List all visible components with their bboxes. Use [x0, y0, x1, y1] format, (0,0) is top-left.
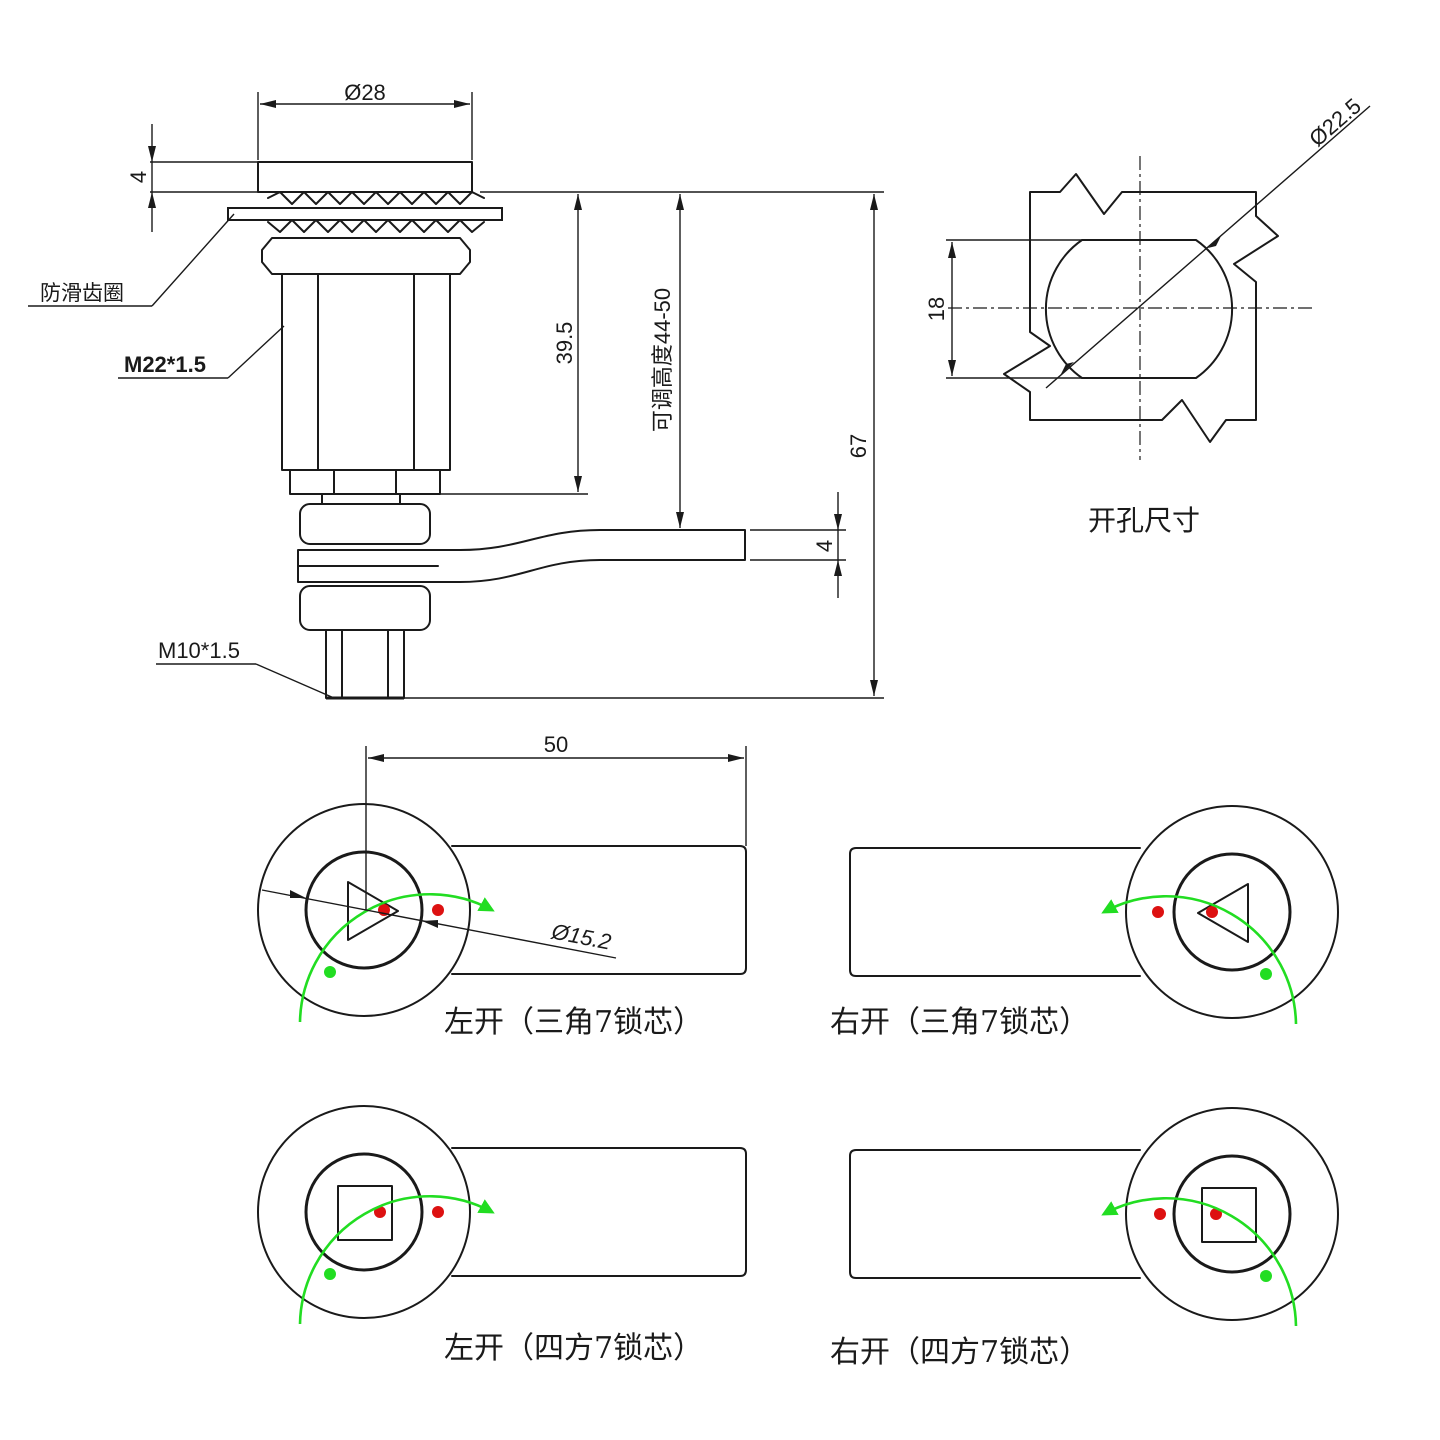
label-main-thread: M22*1.5 — [124, 352, 206, 377]
red-dot — [1152, 906, 1164, 918]
dim-adjustable-height: 可调高度44-50 — [650, 288, 675, 432]
green-dot — [324, 1268, 336, 1280]
caption-left-square: 左开（四方7锁芯） — [444, 1331, 703, 1366]
dim-flange-thickness: 4 — [126, 171, 151, 183]
label-bottom-thread: M10*1.5 — [158, 638, 240, 663]
serrated-ring-top — [267, 191, 485, 205]
green-dot — [1260, 1270, 1272, 1282]
lock-core — [1172, 852, 1292, 972]
red-dot — [374, 1206, 386, 1218]
lock-core — [304, 1152, 424, 1272]
dim-cam-length: 50 — [544, 732, 568, 757]
lock-body — [1125, 805, 1339, 1019]
threaded-body — [281, 273, 451, 471]
red-dot — [1154, 1208, 1166, 1220]
cam-arm — [297, 529, 746, 583]
dim-core-diameter: Ø15.2 — [549, 918, 614, 954]
triangle-key — [1197, 883, 1249, 943]
dim-cam-thickness: 4 — [812, 540, 837, 552]
triangle-key — [347, 881, 399, 941]
upper-washer — [299, 503, 431, 545]
caption-right-square: 右开（四方7锁芯） — [830, 1335, 1089, 1370]
green-dot — [324, 966, 336, 978]
view-right-triangle: 右开（三角7锁芯） — [830, 805, 1339, 1040]
caption-right-triangle: 右开（三角7锁芯） — [830, 1005, 1089, 1040]
panel-hole-view: 18 Ø22.5 开孔尺寸 — [924, 93, 1371, 536]
cam-arm-top — [451, 1147, 747, 1277]
hole-shape — [1044, 239, 1234, 379]
lock-core — [304, 850, 424, 970]
panel-plate — [227, 207, 503, 221]
serrated-ring-bottom — [267, 219, 485, 233]
cap-head — [257, 161, 473, 193]
green-dot — [1260, 968, 1272, 980]
lock-body — [1125, 1107, 1339, 1321]
cam-arm-top — [849, 1149, 1141, 1279]
square-key — [337, 1185, 393, 1241]
dim-hole-diameter: Ø22.5 — [1304, 93, 1366, 151]
label-anti-slip-ring: 防滑齿圈 — [40, 282, 124, 305]
dim-hole-width: 18 — [924, 297, 949, 321]
rotation-arrow — [298, 892, 495, 1023]
view-left-square: 左开（四方7锁芯） — [257, 1105, 747, 1366]
square-key — [1201, 1187, 1257, 1243]
red-dot — [1206, 906, 1218, 918]
rotation-arrow — [1101, 1196, 1298, 1327]
caption-hole-size: 开孔尺寸 — [1088, 505, 1200, 536]
red-dot — [432, 1206, 444, 1218]
lower-washer — [299, 585, 431, 631]
cam-arm-top — [451, 845, 747, 975]
red-dot — [1210, 1208, 1222, 1220]
dim-total-height: 67 — [846, 434, 871, 458]
rotation-arrow — [1101, 894, 1298, 1025]
cam-arm-top — [849, 847, 1141, 977]
lock-core — [1172, 1154, 1292, 1274]
lower-nut — [289, 469, 441, 495]
hex-nut — [261, 237, 471, 275]
red-dot — [432, 904, 444, 916]
dim-height-39-5: 39.5 — [552, 322, 577, 365]
dim-top-diameter: Ø28 — [344, 80, 386, 105]
hole-plate-outline — [1003, 173, 1279, 443]
lock-body — [257, 1105, 471, 1319]
side-view: Ø28 4 防滑齿圈 M22*1.5 39.5 可调高度44-50 — [28, 80, 884, 700]
bottom-stud — [325, 629, 405, 699]
view-right-square: 右开（四方7锁芯） — [830, 1107, 1339, 1370]
view-left-triangle: 50 Ø15.2 左开（三角7锁芯） — [257, 732, 747, 1040]
rotation-arrow — [298, 1194, 495, 1325]
caption-left-triangle: 左开（三角7锁芯） — [444, 1005, 703, 1040]
